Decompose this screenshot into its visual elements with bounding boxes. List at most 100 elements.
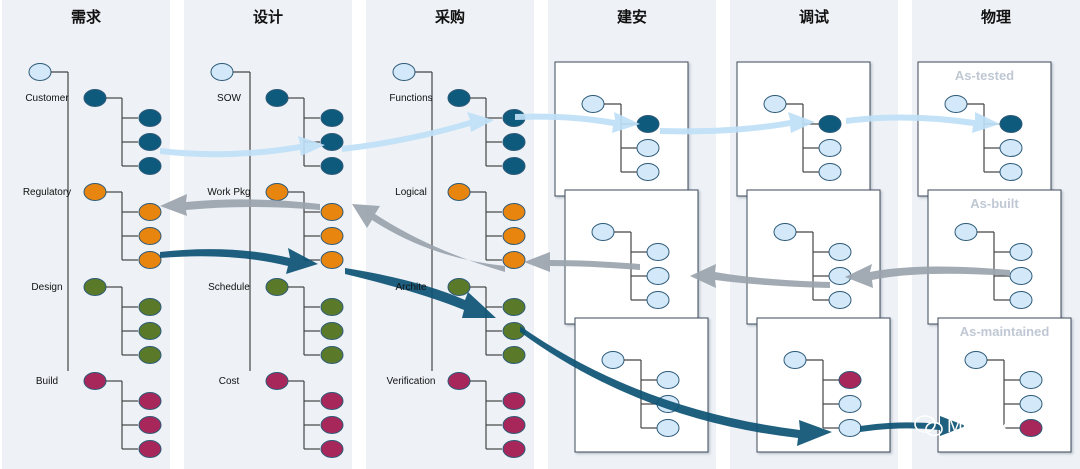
box-child-node (999, 115, 1023, 133)
flow-arrow-light (846, 112, 1000, 133)
column-title-3: 采购 (434, 8, 465, 26)
child-node (502, 251, 526, 269)
box-root-node (773, 223, 797, 241)
group-label: Functions (389, 93, 432, 104)
child-node (502, 227, 526, 245)
group-node (83, 372, 107, 390)
child-node (138, 251, 162, 269)
box-child-node (818, 163, 842, 181)
column-title-6: 物理 (981, 8, 1011, 26)
child-node (138, 322, 162, 340)
child-node (320, 157, 344, 175)
column-title-5: 调试 (799, 8, 829, 26)
box-child-node (646, 291, 670, 309)
child-node (502, 440, 526, 458)
child-node (320, 392, 344, 410)
box-root-node (763, 95, 787, 113)
build-arrow-dark (345, 268, 496, 318)
group-label: Regulatory (23, 187, 71, 198)
box-child-node (838, 371, 862, 389)
group-node (447, 183, 471, 201)
child-node (138, 157, 162, 175)
box-child-node (1009, 267, 1033, 285)
box-child-node (1019, 371, 1043, 389)
box-root-node (581, 95, 605, 113)
root-node (28, 63, 52, 81)
child-node (502, 346, 526, 364)
box-child-node (656, 371, 680, 389)
group-label: Logical (395, 187, 427, 198)
column-title-4: 建安 (617, 8, 647, 26)
group-node (83, 183, 107, 201)
flow-arrow-light (660, 112, 815, 135)
child-node (138, 109, 162, 127)
child-node (320, 298, 344, 316)
group-node (447, 89, 471, 107)
flow-arrow-light (515, 112, 640, 133)
flow-arrow-light (160, 136, 325, 158)
feedback-arrow-gray (524, 252, 640, 272)
child-node (138, 227, 162, 245)
column-title-1: 需求 (71, 8, 102, 26)
group-label: Customer (25, 93, 69, 104)
watermark-text: Mendix (947, 416, 1009, 437)
group-label: Build (36, 376, 58, 387)
child-node (138, 298, 162, 316)
child-node (320, 440, 344, 458)
box-root-node (944, 95, 968, 113)
group-label: Design (31, 282, 62, 293)
group-label: Work Pkg (207, 187, 250, 198)
box-child-node (646, 243, 670, 261)
child-node (320, 322, 344, 340)
column-title-2: 设计 (253, 8, 283, 26)
child-node (320, 346, 344, 364)
root-node (392, 63, 416, 81)
child-node (320, 203, 344, 221)
child-node (320, 251, 344, 269)
group-label: Verification (387, 376, 436, 387)
box-root-node (783, 351, 807, 369)
group-label: Archite (395, 282, 427, 293)
feedback-arrow-gray (690, 264, 830, 288)
child-node (320, 416, 344, 434)
group-label: Cost (219, 376, 240, 387)
box-child-node (1019, 395, 1043, 413)
child-node (502, 392, 526, 410)
wechat-icon (914, 415, 936, 433)
box-child-node (1009, 243, 1033, 261)
child-node (320, 133, 344, 151)
group-node (265, 372, 289, 390)
group-node (447, 278, 471, 296)
group-node (265, 183, 289, 201)
box-child-node (656, 419, 680, 437)
box-root-node (591, 223, 615, 241)
feedback-arrow-gray (160, 194, 320, 216)
child-node (502, 133, 526, 151)
box-child-node (636, 163, 660, 181)
child-node (138, 346, 162, 364)
child-node (502, 157, 526, 175)
box-root-node (954, 223, 978, 241)
child-node (502, 416, 526, 434)
group-node (447, 372, 471, 390)
box-child-node (838, 395, 862, 413)
box-child-node (999, 163, 1023, 181)
box-title: As-tested (955, 68, 1014, 83)
box-child-node (818, 139, 842, 157)
group-node (83, 278, 107, 296)
child-node (138, 392, 162, 410)
box-root-node (964, 351, 988, 369)
child-node (320, 109, 344, 127)
box-child-node (838, 419, 862, 437)
feedback-arrow-gray (845, 264, 1010, 288)
build-arrow-dark (160, 248, 318, 274)
wechat-icon-bubble (925, 421, 943, 437)
box-child-node (636, 115, 660, 133)
box-child-node (636, 139, 660, 157)
child-node (138, 203, 162, 221)
box-child-node (828, 291, 852, 309)
box-root-node (601, 351, 625, 369)
box-title: As-maintained (960, 324, 1050, 339)
group-node (83, 89, 107, 107)
